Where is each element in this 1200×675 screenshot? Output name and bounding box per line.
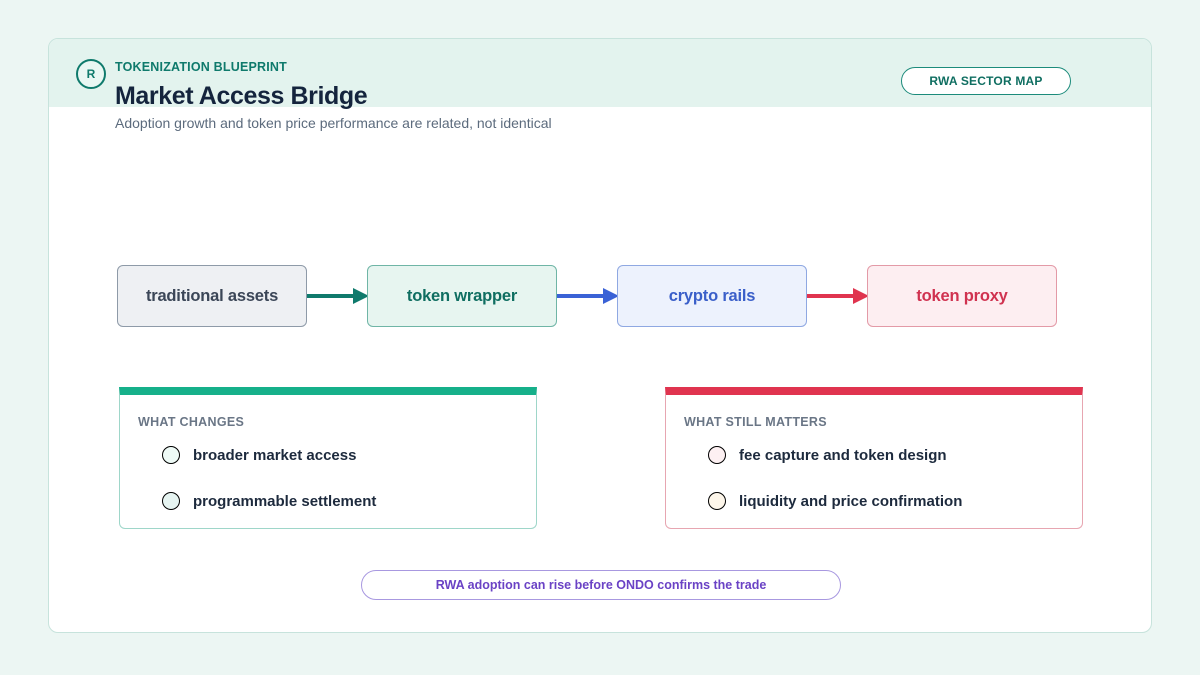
circle-bullet-icon [162,492,180,510]
flow-node-label: token wrapper [406,286,518,305]
flow-arrow-2 [557,288,619,304]
circle-bullet-icon [708,446,726,464]
list-item-label: broader market access [193,446,357,464]
list-item-label: liquidity and price confirmation [739,492,963,510]
circle-bullet-icon [708,492,726,510]
footer-note-pill: RWA adoption can rise before ONDO confir… [361,570,841,600]
flow-node-token-proxy: token proxy [867,265,1057,327]
page-title: Market Access Bridge [115,82,368,110]
list-item: programmable settlement [162,491,376,511]
flow-node-label: crypto rails [668,286,756,305]
list-item: liquidity and price confirmation [708,491,962,511]
sector-map-label: RWA SECTOR MAP [929,74,1043,88]
flow-node-traditional-assets: traditional assets [117,265,307,327]
flow-node-label: traditional assets [145,286,279,305]
flow-node-label: token proxy [916,286,1008,305]
flow-node-token-wrapper: token wrapper [367,265,557,327]
list-item: fee capture and token design [708,445,947,465]
page-subtitle: Adoption growth and token price performa… [115,115,552,131]
brand-logo: R [76,59,106,89]
circle-bullet-icon [162,446,180,464]
footer-note-text: RWA adoption can rise before ONDO confir… [435,578,767,592]
list-item-label: fee capture and token design [739,446,947,464]
logo-letter: R [86,67,96,81]
what-changes-heading: WHAT CHANGES [138,415,245,429]
flow-node-crypto-rails: crypto rails [617,265,807,327]
what-changes-panel: WHAT CHANGES broader market access progr… [119,387,537,529]
flow-arrow-3 [807,288,869,304]
what-still-matters-heading: WHAT STILL MATTERS [684,415,827,429]
flow-arrow-1 [307,288,369,304]
list-item-label: programmable settlement [193,492,377,510]
list-item: broader market access [162,445,356,465]
eyebrow-label: TOKENIZATION BLUEPRINT [115,60,287,74]
sector-map-badge[interactable]: RWA SECTOR MAP [901,67,1071,95]
blueprint-card: R TOKENIZATION BLUEPRINT Market Access B… [48,38,1152,633]
what-still-matters-panel: WHAT STILL MATTERS fee capture and token… [665,387,1083,529]
